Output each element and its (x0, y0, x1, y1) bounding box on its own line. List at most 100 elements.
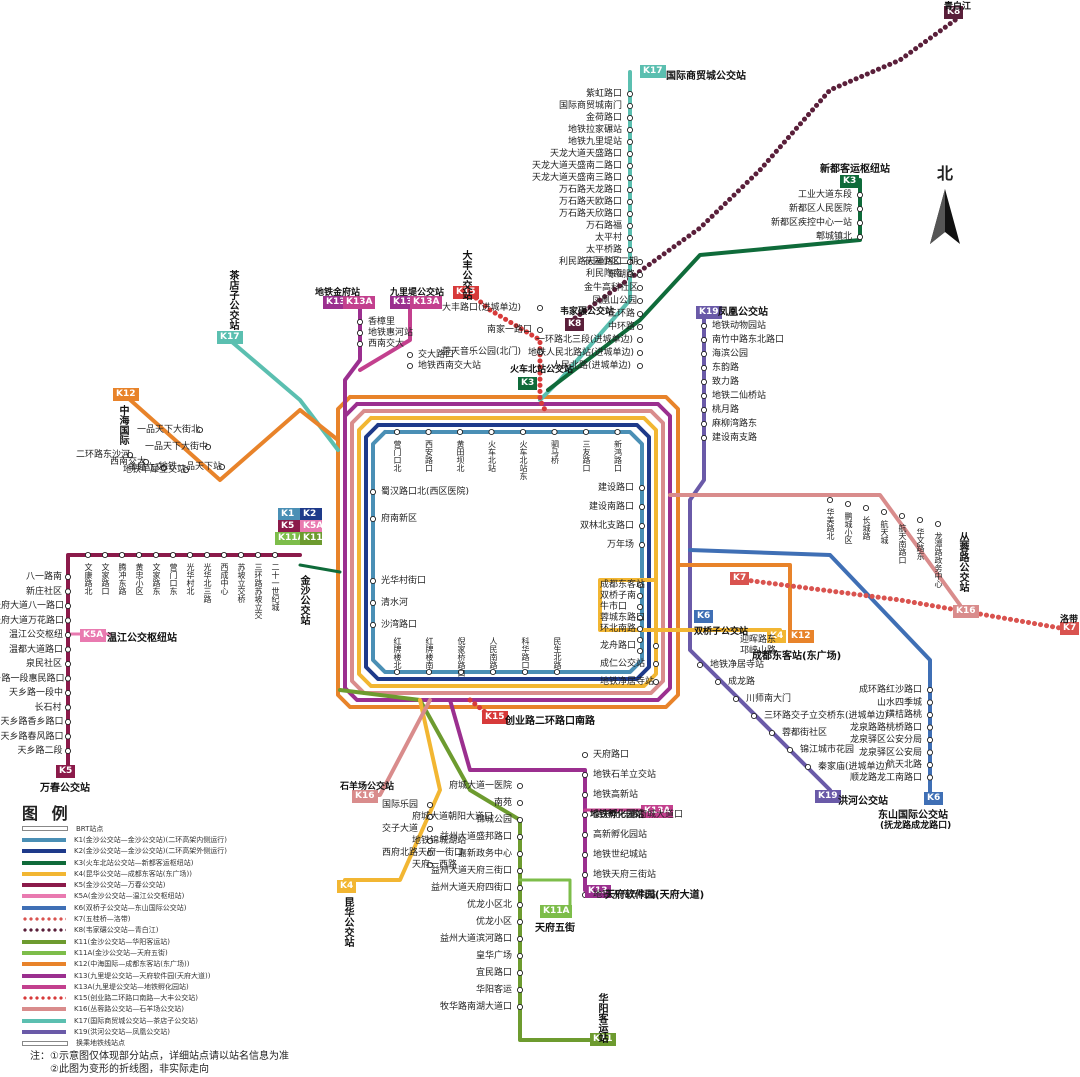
stop-marker (626, 186, 634, 194)
stop-marker (844, 500, 852, 508)
stop-marker (488, 428, 495, 436)
route-k15 (473, 295, 548, 413)
route-tag-k5: K5 (278, 520, 300, 533)
stop-marker (732, 695, 740, 703)
stop-marker (426, 861, 434, 869)
stop-label: 山水四季城 (877, 697, 923, 708)
legend-swatch (22, 1040, 68, 1046)
route-k13a-north (358, 303, 412, 372)
stop-marker (934, 520, 942, 528)
stop-label: 天乡路一段中 (9, 688, 64, 698)
route-tag-k6-a: K6 (694, 610, 714, 623)
legend-item: K4(昆华公交站—成都东客站(东广场)) (22, 868, 252, 879)
stop-label: 南竹中路东北路口 (712, 335, 785, 345)
legend-swatch (22, 917, 66, 922)
route-tag-k5a-west: K5A (80, 629, 107, 642)
stop-marker (152, 551, 160, 559)
stop-label: 蜀汉路口北(西区医院) (381, 487, 470, 497)
terminal-xindu: 新都客运枢纽站 (820, 164, 890, 175)
stop-marker (636, 349, 644, 357)
stop-marker (64, 617, 72, 624)
stop-marker (64, 675, 72, 682)
stop-marker (582, 428, 590, 436)
stop-marker (768, 729, 776, 737)
stop-marker (64, 747, 72, 755)
notes: 注：①示意图仅体现部分站点，详细站点请以站名信息为准 ②此图为变形的折线图，非实… (30, 1050, 289, 1076)
stop-marker (581, 751, 589, 759)
ring-k2 (364, 423, 651, 681)
stop-label: 航天北路 (886, 760, 923, 770)
stop-label: 地铁拉家碾站 (568, 125, 623, 135)
legend-label: K13A(九里堤公交站—地铁孵化园站) (74, 982, 189, 991)
stop-label: 凤凰山公园 (592, 296, 638, 306)
terminal-luodai: 洛带 (1060, 615, 1079, 625)
stop-label: 天乡路春风路口 (0, 731, 64, 742)
stop-label: 郫城镇北 (816, 232, 853, 242)
stop-label: 龙泉路路桃桥路口 (850, 722, 923, 733)
stop-marker (516, 850, 524, 858)
stop-marker (916, 516, 924, 524)
terminal-ditie-jinfu: 地铁金府站 (315, 288, 361, 298)
stop-label: 黄田坝北 (456, 440, 465, 472)
stop-marker (426, 837, 434, 845)
legend-swatch (22, 826, 68, 832)
stop-marker (581, 851, 589, 859)
stop-label: 天府一西路 (412, 860, 458, 870)
stop-marker (626, 126, 634, 134)
route-tag-k11: K11 (300, 532, 323, 545)
stop-marker (426, 801, 434, 809)
legend-swatch (22, 939, 66, 944)
stop-label: 天龙大道天盛南二路口 (532, 161, 623, 171)
stop-marker (626, 222, 634, 230)
legend-item: K3(火车北站公交站—新都客运枢纽站) (22, 857, 252, 868)
stop-marker (626, 102, 634, 110)
stop-marker (652, 660, 660, 668)
route-tag-k8-mid: K8 (565, 318, 585, 331)
stop-label: 苏坡立交桥 (237, 563, 246, 603)
stop-marker (638, 541, 646, 549)
legend-swatch (22, 928, 66, 933)
legend-label: K15(创业路二环路口南路—大丰公交站) (74, 994, 198, 1003)
stop-label: 营门口东 (169, 563, 178, 595)
stop-label: 大丰路口(进城单边) (442, 303, 522, 313)
stop-marker (581, 831, 589, 839)
legend-item: K16(丛蓉路公交站—石羊场公交站) (22, 1004, 252, 1015)
stop-marker (826, 496, 834, 504)
stop-marker (425, 428, 432, 436)
stop-label: 红牌楼北 (393, 637, 402, 669)
route-k15-south (467, 697, 493, 719)
stop-label: 一品天下大街中 (145, 442, 209, 452)
stop-marker (64, 573, 72, 581)
route-tag-k13-a: K13 (323, 296, 349, 309)
stop-marker (516, 799, 524, 807)
stop-label: 民生北路 (553, 637, 562, 669)
stop-marker (406, 362, 414, 370)
stop-label: 长石村 (34, 702, 62, 713)
stop-label: 建设南路口 (589, 502, 635, 512)
stop-label: 皇华广场 (476, 951, 513, 961)
legend-label: 换乘地铁线站点 (76, 1039, 125, 1048)
route-k12-east (676, 563, 792, 637)
stop-label: 成都东客站 (600, 580, 646, 590)
stop-label: 沙湾路口 (381, 620, 418, 630)
route-tag-k12-a: K12 (788, 630, 814, 643)
terminal-tianfu-ruanjian: 天府软件园(天府大道) (605, 890, 705, 901)
stop-marker (898, 512, 906, 520)
stop-marker (626, 234, 634, 242)
stop-label: 龙泉驿区公安分局 (850, 735, 923, 745)
stop-label: 地铁羊犀立交站 (123, 465, 187, 475)
stop-marker (369, 577, 377, 585)
stop-marker (516, 867, 524, 875)
stop-label: 天乡路香乡路口 (0, 717, 64, 727)
stop-marker (804, 763, 812, 771)
legend-swatch (22, 860, 66, 865)
stop-label: 璜桔路桃 (886, 710, 923, 720)
route-tag-k3-top: K3 (840, 175, 860, 188)
stop-label: 地铁高新站 (593, 790, 639, 800)
route-tag-k11-bottom: K11 (590, 1033, 616, 1046)
stop-marker (142, 458, 150, 466)
route-tag-k17-left: K17 (217, 331, 243, 344)
stop-marker (636, 625, 644, 633)
